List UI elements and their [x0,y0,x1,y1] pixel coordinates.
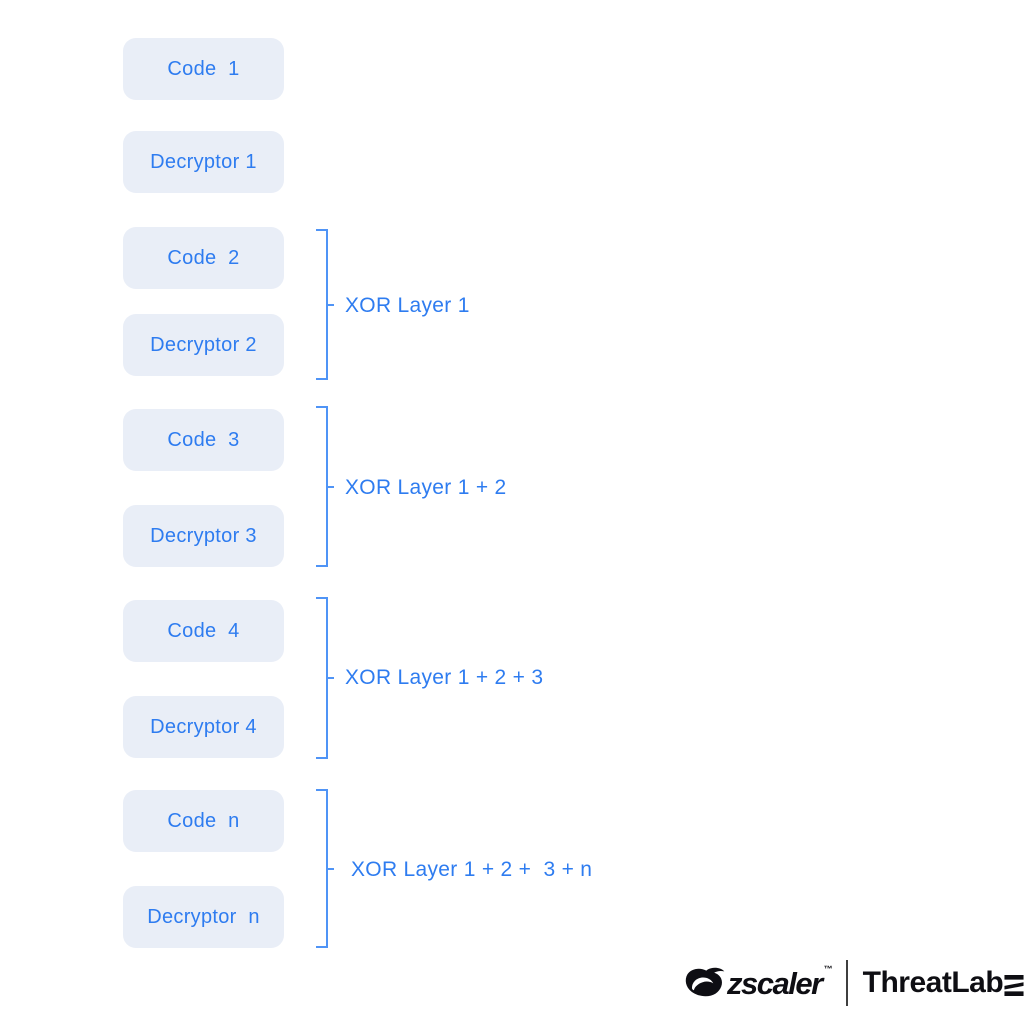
code-2-box: Code 2 [123,227,284,289]
threatlabz-text: ThreatLab [862,966,1004,999]
trademark-symbol: ™ [823,964,833,974]
threatlabz-z-glyph [1004,975,1024,996]
decryptor-1-box: Decryptor 1 [123,131,284,193]
decryptor-n-box: Decryptor n [123,886,284,948]
decryptor-3-box: Decryptor 3 [123,505,284,567]
code-1-box: Code 1 [123,38,284,100]
xor-layer-1-label: XOR Layer 1 [345,294,470,317]
xor-layer-1-2-label: XOR Layer 1 + 2 [345,476,507,499]
xor-layer-1-2-3-label: XOR Layer 1 + 2 + 3 [345,666,544,689]
xor-layer-1-2-3-bracket [316,597,334,759]
xor-layer-1-2-3-n-bracket [316,789,334,948]
decryptor-2-box: Decryptor 2 [123,314,284,376]
code-4-box: Code 4 [123,600,284,662]
threatlabz-wordmark: ThreatLab z [863,968,1024,998]
code-n-box: Code n [123,790,284,852]
code-3-box: Code 3 [123,409,284,471]
xor-layer-1-2-3-n-label: XOR Layer 1 + 2 + 3 + n [351,858,593,881]
decryptor-4-box: Decryptor 4 [123,696,284,758]
logo-divider [845,960,848,1006]
xor-layer-1-2-bracket [316,406,334,567]
xor-layer-1-bracket [316,229,334,380]
zscaler-threatlabz-logo: zscaler ™ ThreatLab z [683,958,1024,1008]
zscaler-wordmark: zscaler [727,965,823,1001]
zscaler-cloud-icon [685,967,725,996]
